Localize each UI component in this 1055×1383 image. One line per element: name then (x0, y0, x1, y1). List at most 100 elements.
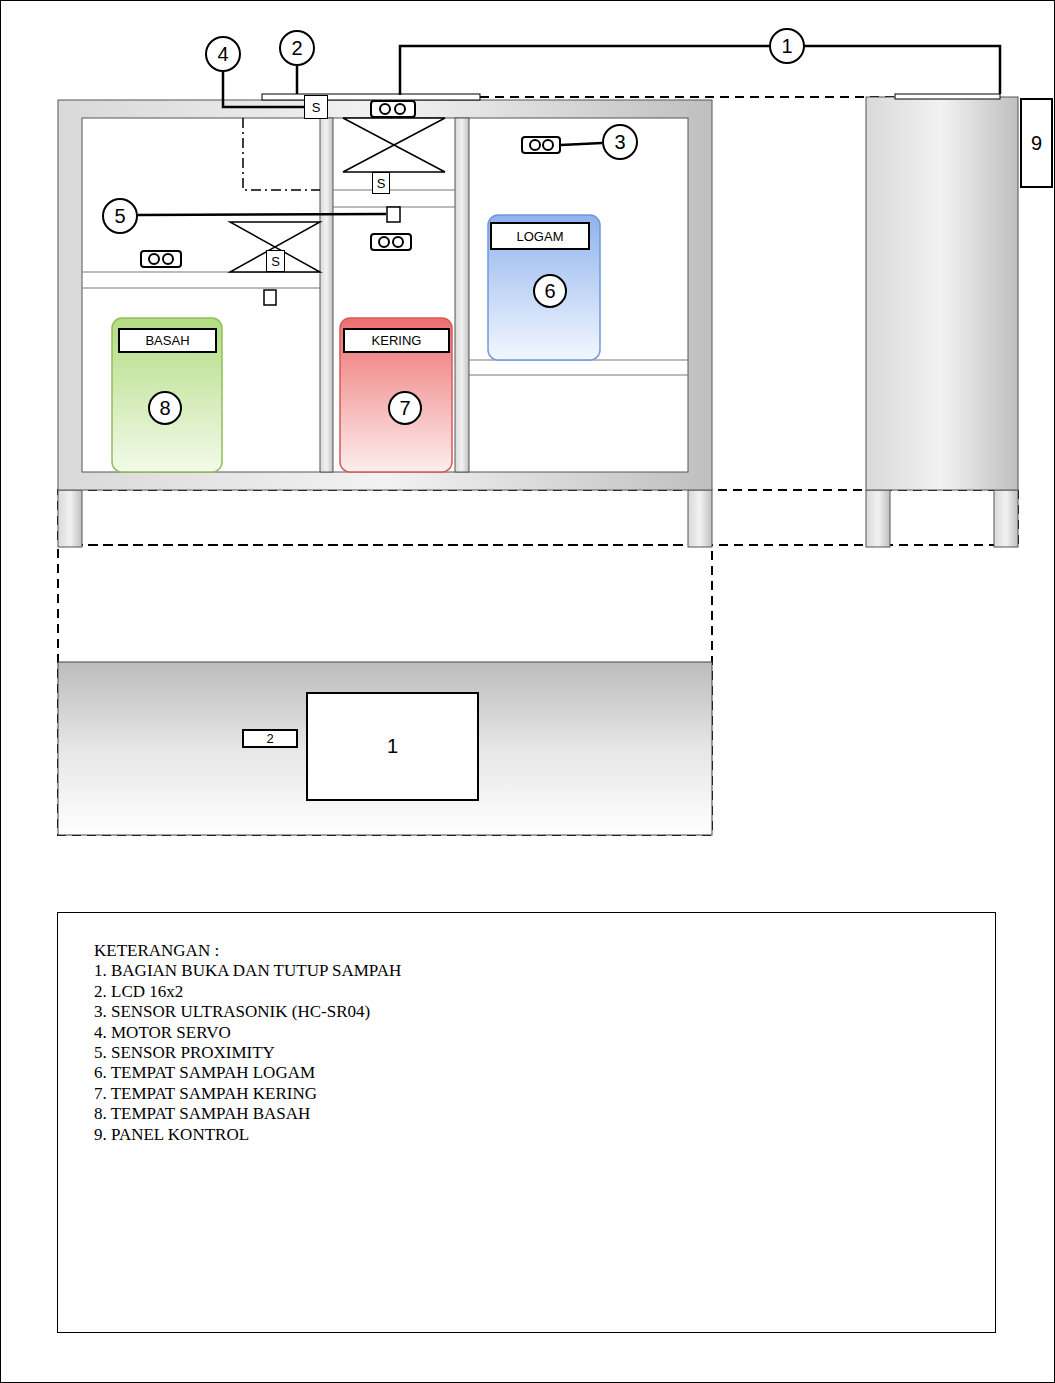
main-cabinet (82, 118, 688, 472)
legend-line: 8. TEMPAT SAMPAH BASAH (94, 1104, 959, 1124)
legend-line: 7. TEMPAT SAMPAH KERING (94, 1084, 959, 1104)
callout-number: 2 (279, 30, 315, 66)
right-cabinet (895, 94, 1000, 99)
label-text: 1 (781, 35, 792, 58)
panel-label: 9 (1020, 98, 1053, 188)
servo-symbol: S (372, 172, 390, 194)
legend-line: 4. MOTOR SERVO (94, 1023, 959, 1043)
ultrasonic-sensor (543, 140, 553, 150)
callout-number: 4 (205, 36, 241, 72)
ultrasonic-sensor (522, 137, 560, 153)
bin-label: BASAH (118, 328, 217, 353)
main-cabinet (320, 118, 333, 472)
label-text: 2 (291, 37, 302, 60)
label-text: 8 (159, 397, 170, 420)
ultrasonic-sensor (393, 237, 403, 247)
shelf-lines (82, 190, 688, 375)
sorting-funnel (230, 118, 445, 272)
cabinet-legs (688, 490, 712, 547)
callout-number: 7 (388, 391, 422, 425)
main-cabinet (455, 118, 469, 472)
dashed-connection-area (58, 545, 712, 835)
legend-line: 2. LCD 16x2 (94, 982, 959, 1002)
label-text: S (377, 176, 386, 191)
legend-box: KETERANGAN :1. BAGIAN BUKA DAN TUTUP SAM… (57, 912, 996, 1333)
callout-number: 3 (602, 124, 638, 160)
ultrasonic-sensor (371, 101, 415, 117)
callout-number: 1 (769, 28, 805, 64)
leader-line (138, 214, 386, 215)
cabinet-legs (866, 490, 890, 547)
label-text: BASAH (145, 333, 189, 348)
ultrasonic-sensor (530, 140, 540, 150)
ultrasonic-sensor (163, 254, 173, 264)
proximity-sensor (387, 207, 400, 222)
shelf-lines (469, 375, 688, 376)
dashed-connection-area (58, 97, 1018, 835)
label-text: 6 (544, 280, 555, 303)
right-cabinet (866, 94, 1018, 490)
label-text: 2 (266, 731, 273, 746)
main-cabinet (58, 100, 712, 490)
callout-number: 5 (102, 198, 138, 234)
leader-line (561, 143, 602, 145)
main-cabinet (58, 100, 712, 490)
shelf-lines (333, 190, 455, 191)
bottom-view (58, 662, 712, 835)
label-text: 4 (217, 43, 228, 66)
cabinet-legs (58, 490, 82, 547)
lid-bar (262, 94, 480, 100)
legend-line: 9. PANEL KONTROL (94, 1125, 959, 1145)
ultrasonic-sensor (149, 254, 159, 264)
bins (340, 318, 452, 472)
leader-line (138, 46, 1000, 215)
servo-symbol: S (266, 250, 285, 272)
right-cabinet (866, 97, 1018, 490)
servo-arm-path (243, 118, 320, 190)
ultrasonic-sensor (395, 104, 405, 114)
bins (112, 318, 222, 472)
label-text: 3 (614, 131, 625, 154)
proximity-sensor (264, 290, 276, 305)
leader-line (400, 46, 1000, 95)
lid-bar (262, 94, 480, 100)
legend-line: 3. SENSOR ULTRASONIK (HC-SR04) (94, 1002, 959, 1022)
bins (112, 215, 600, 472)
part-box: 1 (306, 692, 479, 801)
label-text: KERING (372, 333, 422, 348)
ultrasonic-sensor (380, 104, 390, 114)
cabinet-legs (58, 490, 1018, 547)
callout-number: 6 (533, 274, 567, 308)
legend-line: 1. BAGIAN BUKA DAN TUTUP SAMPAH (94, 961, 959, 981)
cabinet-legs (994, 490, 1018, 547)
bottom-view (58, 662, 712, 835)
bins (488, 215, 600, 360)
label-text: 9 (1031, 132, 1042, 155)
leader-line (223, 72, 304, 107)
ultrasonic-sensor (371, 234, 411, 250)
label-text: S (271, 254, 280, 269)
proximity-sensor (264, 207, 400, 305)
part-box: 2 (242, 729, 298, 748)
sorting-funnel (230, 222, 320, 272)
legend-line: 6. TEMPAT SAMPAH LOGAM (94, 1063, 959, 1083)
servo-arm-path (243, 118, 320, 190)
label-text: 7 (399, 397, 410, 420)
shelf-lines (82, 288, 320, 289)
legend-line: KETERANGAN : (94, 941, 959, 961)
label-text: 5 (114, 205, 125, 228)
callout-number: 8 (148, 391, 182, 425)
servo-symbol: S (304, 95, 328, 119)
label-text: LOGAM (517, 229, 564, 244)
bin-label: KERING (343, 328, 450, 353)
sorting-funnel (343, 118, 445, 172)
label-text: S (312, 100, 321, 115)
leader-line (296, 66, 299, 94)
legend-line: 5. SENSOR PROXIMITY (94, 1043, 959, 1063)
ultrasonic-sensor (141, 251, 181, 267)
bin-label: LOGAM (490, 222, 590, 250)
